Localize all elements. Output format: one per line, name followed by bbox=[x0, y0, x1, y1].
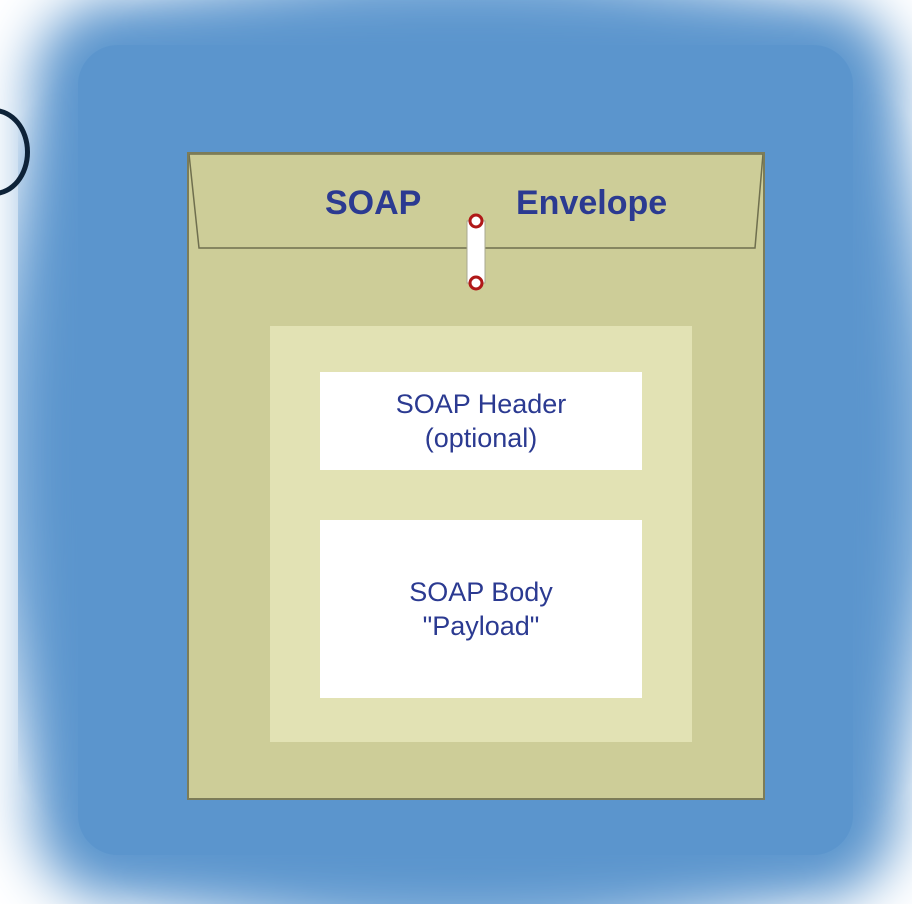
envelope-clasp-icon bbox=[466, 213, 486, 291]
envelope-title-envelope: Envelope bbox=[516, 184, 668, 222]
soap-body-box: SOAP Body "Payload" bbox=[320, 520, 642, 698]
envelope-flap bbox=[189, 154, 763, 249]
soap-header-box: SOAP Header (optional) bbox=[320, 372, 642, 470]
soap-header-label: SOAP Header bbox=[395, 389, 567, 419]
soap-body-payload-label: "Payload" bbox=[422, 611, 540, 641]
soap-envelope: SOAP Envelope SOAP Header (optional) SOA… bbox=[187, 152, 765, 800]
soap-header-optional-label: (optional) bbox=[424, 423, 538, 453]
soap-body-label: SOAP Body bbox=[409, 577, 553, 607]
envelope-title-soap: SOAP bbox=[325, 184, 422, 222]
envelope-contents-panel: SOAP Header (optional) SOAP Body "Payloa… bbox=[270, 326, 692, 742]
